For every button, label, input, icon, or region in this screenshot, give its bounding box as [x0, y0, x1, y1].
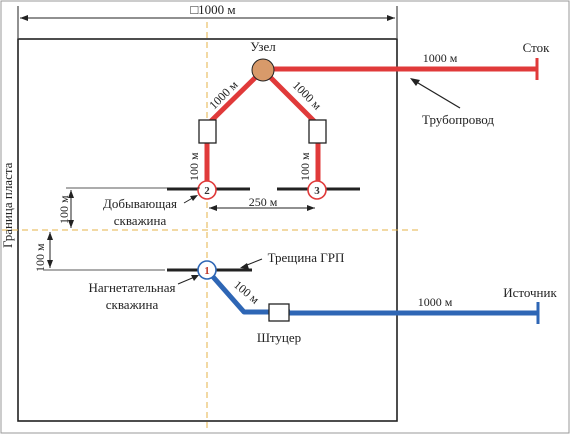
left-riser-length: 100 м	[187, 152, 201, 181]
boundary-label: Граница пласта	[0, 162, 15, 248]
choke-label: Штуцер	[257, 330, 301, 345]
upper-distance-label: 100 м	[57, 195, 71, 224]
injector-pointer-arrow	[177, 275, 199, 285]
injector-label-line1: Нагнетательная	[88, 280, 175, 295]
field-size-label: □1000 м	[190, 2, 235, 17]
well-3: 3	[307, 180, 327, 200]
outlet-length: 1000 м	[423, 51, 458, 65]
well-1-number: 1	[204, 265, 210, 277]
injector-label-line2: скважина	[106, 297, 159, 312]
well-spacing-label: 250 м	[249, 195, 278, 209]
inlet-length: 1000 м	[418, 295, 453, 309]
injection-choke	[268, 303, 290, 322]
producer-label-line2: скважина	[114, 213, 167, 228]
lower-distance-dimension	[44, 232, 165, 271]
producer-label-line1: Добывающая	[103, 196, 177, 211]
choke-right	[308, 119, 327, 144]
fracture-label: Трещина ГРП	[268, 250, 345, 265]
well-2-number: 2	[204, 185, 210, 197]
right-riser-length: 100 м	[298, 152, 312, 181]
pipeline-label: Трубопровод	[422, 112, 494, 127]
well-1: 1	[197, 260, 217, 280]
right-diag-length: 1000 м	[290, 78, 325, 113]
choke-left	[198, 119, 217, 144]
well-spacing-dimension	[209, 205, 315, 211]
node-label: Узел	[250, 39, 276, 54]
well-2: 2	[197, 180, 217, 200]
field-size-dimension	[17, 6, 398, 38]
sink-label: Сток	[523, 40, 551, 55]
well-3-number: 3	[314, 185, 320, 197]
upper-distance-dimension	[66, 187, 200, 228]
source-label: Источник	[503, 285, 557, 300]
pipeline-pointer-arrow	[410, 78, 461, 109]
producer-pointer-arrow	[183, 195, 198, 204]
lower-distance-label: 100 м	[33, 243, 47, 272]
fracture-pointer-arrow	[240, 258, 263, 269]
node-circle	[251, 58, 275, 82]
